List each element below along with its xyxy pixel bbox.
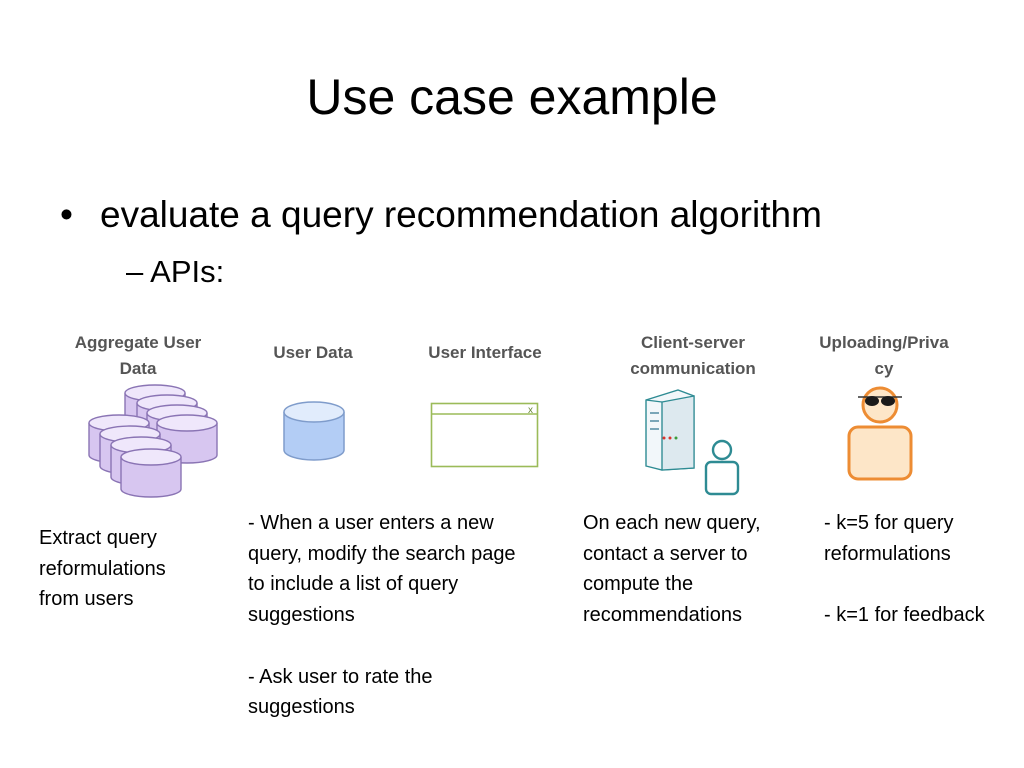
description-line: suggestions [248,696,355,719]
description-client-server: On each new query, contact a server to c… [583,508,813,631]
description-line: query, modify the search page [248,542,516,565]
bullet-text: evaluate a query recommendation algorith… [100,194,822,235]
description-aggregate-user-data: Extract query reformulations from users [39,523,229,615]
description-line: - Ask user to rate the [248,665,433,688]
col-title-line: User Data [273,343,353,362]
description-line: contact a server to [583,542,748,565]
description-line: to include a list of query [248,573,459,596]
bullet-dot-icon: • [60,194,73,235]
description-line: Extract query [39,527,157,549]
description-line: - k=1 for feedback [824,604,985,627]
sub-bullet-item: – APIs: [126,250,224,294]
col-title-aggregate-user-data: Aggregate User Data [38,330,238,382]
window-icon: x [430,402,539,468]
description-line: - When a user enters a new [248,512,494,534]
description-line: On each new query, [583,512,761,534]
description-line: recommendations [583,604,742,627]
col-title-uploading-privacy: Uploading/Priva cy [795,330,973,382]
slide-title: Use case example [306,69,718,125]
server-and-user-icon [645,389,740,496]
col-title-line: cy [874,359,894,378]
database-icon [283,401,345,461]
sub-bullet-dash: – [126,254,144,289]
description-line: reformulations [824,542,951,565]
bullet-item: • evaluate a query recommendation algorit… [60,190,822,240]
description-line: suggestions [248,604,355,627]
description-uploading-privacy: - k=5 for query reformulations - k=1 for… [824,508,1019,631]
col-title-user-data: User Data [238,340,388,366]
col-title-line: Uploading/Priva [819,333,949,352]
col-title-line: User Interface [428,343,542,362]
col-title-client-server: Client-server communication [598,330,788,382]
col-title-line: Aggregate User [74,333,202,352]
col-title-line: Data [119,359,157,378]
col-title-line: Client-server [641,333,745,352]
window-close-icon: x [528,405,533,416]
col-title-line: communication [630,359,756,378]
description-line: from users [39,588,134,611]
anonymous-user-icon [847,386,913,481]
col-title-user-interface: User Interface [405,340,565,366]
database-stack-icon [88,384,218,498]
description-line: compute the [583,573,694,596]
sub-bullet-text: APIs: [150,254,225,289]
description-user-interface: - When a user enters a new query, modify… [248,508,578,723]
description-line: reformulations [39,557,166,580]
description-line: - k=5 for query [824,512,954,534]
